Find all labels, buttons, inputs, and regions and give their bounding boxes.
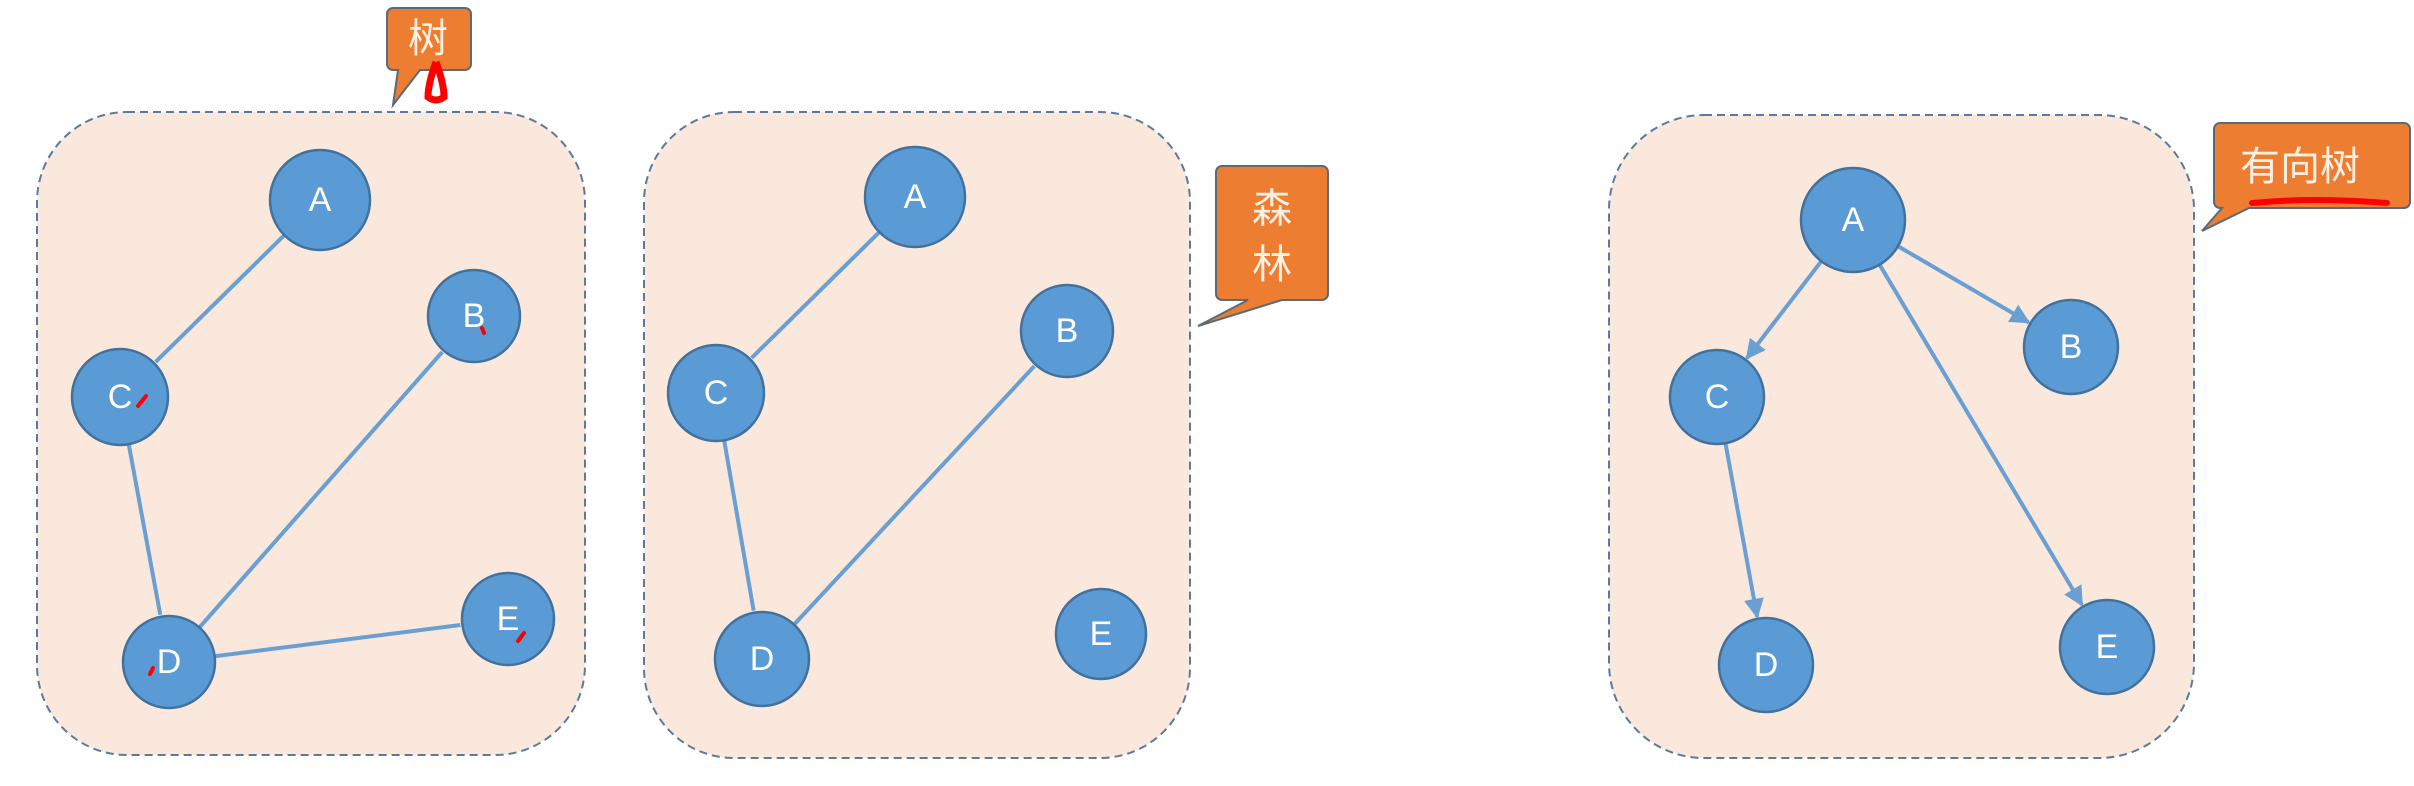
node-label: E: [2096, 628, 2119, 666]
tree-edge-D-B: [197, 350, 444, 629]
node-label: C: [108, 378, 133, 416]
forest-node-D: D: [713, 610, 811, 708]
forest-callout-line2: 林: [1252, 242, 1292, 288]
node-circle: [1019, 283, 1115, 379]
forest-callout: 森 林: [1197, 165, 1329, 327]
node-label: D: [157, 643, 182, 681]
tree-edge-D-E: [214, 623, 461, 659]
node-circle: [121, 614, 217, 710]
forest-node-B: B: [1019, 283, 1115, 379]
node-label: B: [2060, 328, 2083, 366]
node-label: A: [1842, 201, 1865, 239]
forest-edge-D-B: [792, 364, 1036, 626]
pen-marks: [136, 326, 526, 676]
directed-tree-node-A: A: [1799, 166, 1907, 274]
forest-edge-A-C: [750, 230, 881, 360]
forest-node-C: C: [666, 343, 766, 443]
node-circle: [2022, 298, 2120, 396]
tree-callout-text: 树: [408, 16, 448, 62]
node-circle: [1799, 166, 1907, 274]
node-circle: [666, 343, 766, 443]
forest-node-A: A: [863, 145, 967, 249]
tree-node-E: E: [460, 571, 556, 667]
node-circle: [1054, 587, 1148, 681]
node-circle: [460, 571, 556, 667]
node-label: C: [1705, 378, 1730, 416]
tree-node-B: B: [426, 268, 522, 364]
node-circle: [268, 148, 372, 252]
tree-node-C: C: [70, 347, 170, 447]
node-circle: [1717, 616, 1815, 714]
tree-edge-A-C: [154, 233, 286, 364]
tree-node-A: A: [268, 148, 372, 252]
forest-edge-C-D: [722, 439, 756, 612]
node-label: D: [1754, 646, 1779, 684]
forest-node-E: E: [1054, 587, 1148, 681]
node-circle: [70, 347, 170, 447]
tree-callout: 树: [386, 7, 472, 109]
red-annotation-mark: [424, 60, 448, 104]
node-label: E: [1090, 615, 1113, 653]
node-circle: [863, 145, 967, 249]
node-label: B: [463, 297, 486, 335]
directed-tree-callout-text: 有向树: [2240, 144, 2360, 190]
directed-tree-edge-C-D: [1723, 442, 1764, 619]
forest-callout-line1: 森: [1252, 186, 1292, 232]
node-label: A: [309, 181, 332, 219]
node-label: E: [497, 600, 520, 638]
red-underline-annotation: [2249, 197, 2390, 206]
tree-edge-C-D: [126, 443, 163, 616]
node-label: A: [904, 178, 927, 216]
tree-panel: [36, 111, 586, 756]
node-label: C: [704, 374, 729, 412]
node-circle: [1668, 348, 1766, 446]
directed-tree-node-D: D: [1717, 616, 1815, 714]
directed-tree-edge-A-C: [1745, 260, 1823, 360]
directed-tree-node-C: C: [1668, 348, 1766, 446]
directed-tree-node-E: E: [2058, 598, 2156, 696]
directed-tree-edge-A-B: [1896, 244, 2031, 325]
node-label: B: [1056, 312, 1079, 350]
directed-tree-edge-A-E: [1877, 263, 2084, 607]
node-circle: [426, 268, 522, 364]
forest-panel: [643, 111, 1191, 759]
node-circle: [713, 610, 811, 708]
directed-tree-callout: 有向树: [2201, 122, 2411, 232]
node-label: D: [750, 640, 775, 678]
directed-tree-node-B: B: [2022, 298, 2120, 396]
tree-node-D: D: [121, 614, 217, 710]
node-circle: [2058, 598, 2156, 696]
